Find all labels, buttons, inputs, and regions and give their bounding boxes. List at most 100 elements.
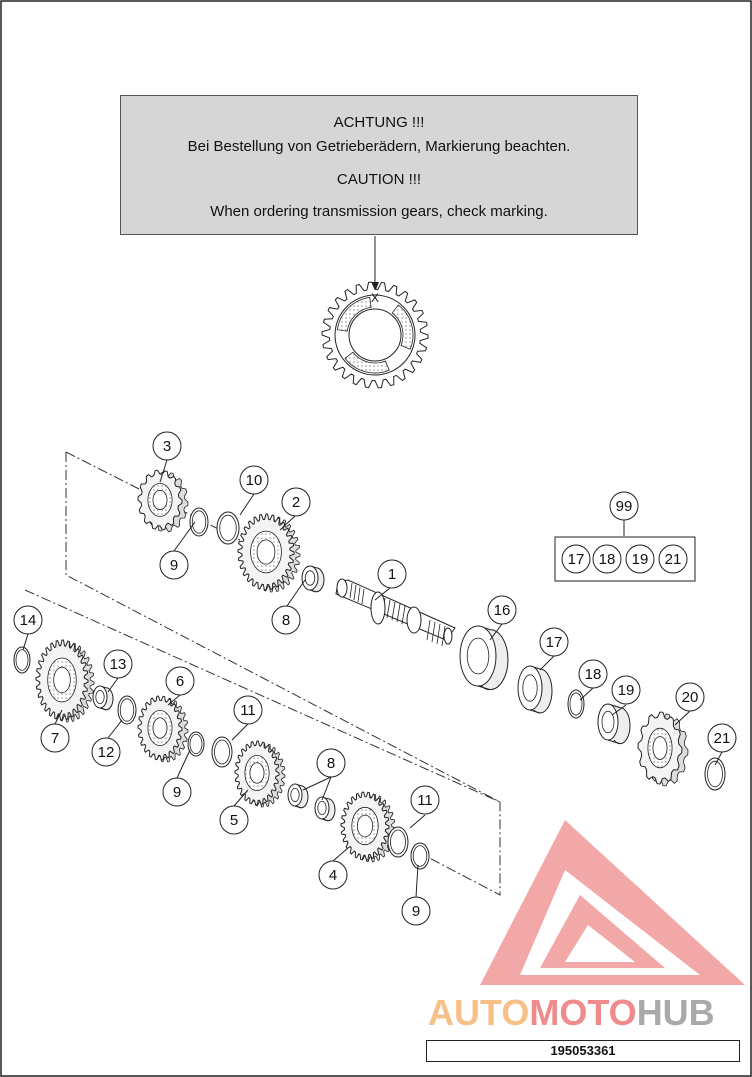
gear-5-icon — [234, 740, 286, 808]
callout-label: 8 — [282, 612, 290, 629]
callout-6: 6 — [165, 666, 195, 696]
callout-2: 2 — [281, 487, 311, 517]
kit-item-label: 17 — [568, 551, 585, 568]
main-shaft-icon — [335, 578, 456, 647]
watermark-part-moto: MOTO — [529, 992, 637, 1033]
watermark-text: AUTOMOTOHUB — [428, 992, 748, 1034]
washer-14-icon — [13, 646, 31, 674]
callout-13: 13 — [103, 649, 133, 679]
caution-de-title: ACHTUNG !!! — [333, 114, 425, 131]
assembly-frame-lower — [24, 589, 501, 803]
callout-label: 20 — [682, 689, 699, 706]
callout-label: 1 — [388, 566, 396, 583]
callout-label: 7 — [51, 730, 59, 747]
callout-label: 9 — [412, 903, 420, 920]
kit-item-17: 17 — [561, 544, 591, 574]
callout-label: 19 — [618, 682, 635, 699]
circlip-9-middle-icon — [187, 731, 205, 757]
circlip-21-icon — [704, 757, 726, 791]
ball-bearing-16-icon — [459, 625, 509, 691]
watermark-part-hub: HUB — [636, 992, 715, 1033]
callout-label: 10 — [246, 472, 263, 489]
washer-11-right-icon — [387, 826, 409, 858]
callout-9: 9 — [162, 777, 192, 807]
parts-layer — [13, 469, 726, 870]
callout-label: 2 — [292, 494, 300, 511]
callout-19: 19 — [611, 675, 641, 705]
kit-item-label: 18 — [599, 551, 616, 568]
callout-label: 4 — [329, 867, 337, 884]
caution-box: ACHTUNG !!! Bei Bestellung von Getrieber… — [120, 95, 638, 235]
marked-gear-icon — [321, 281, 429, 389]
callout-21: 21 — [707, 723, 737, 753]
callout-label: 12 — [98, 744, 115, 761]
callout-8: 8 — [271, 605, 301, 635]
leader-lines — [22, 459, 723, 898]
callout-12: 12 — [91, 737, 121, 767]
shaft-seal-17-icon — [517, 665, 553, 714]
callout-label: 8 — [327, 755, 335, 772]
callout-9: 9 — [159, 550, 189, 580]
callout-16: 16 — [487, 595, 517, 625]
callout-label: 21 — [714, 730, 731, 747]
sprocket-20-icon — [637, 711, 689, 787]
circlip-9-bottom-icon — [410, 842, 430, 870]
callout-label: 13 — [110, 656, 127, 673]
callout-17: 17 — [539, 627, 569, 657]
washer-11-left-icon — [211, 736, 233, 768]
drawing-number: 195053361 — [426, 1040, 740, 1062]
callout-20: 20 — [675, 682, 705, 712]
washer-18-icon — [567, 689, 585, 719]
washer-10-icon — [216, 511, 240, 545]
callout-label: 11 — [417, 792, 433, 809]
callout-label: 11 — [240, 702, 256, 719]
needle-bearing-8-top-icon — [301, 565, 325, 593]
callout-7: 7 — [40, 723, 70, 753]
callout-4: 4 — [318, 860, 348, 890]
kit-label: 99 — [616, 498, 633, 515]
circlip-9-top-icon — [189, 507, 209, 537]
callout-18: 18 — [578, 659, 608, 689]
callout-label: 14 — [20, 612, 37, 629]
gear-6-icon — [137, 695, 189, 763]
callout-label: 16 — [494, 602, 511, 619]
caution-en-text: When ordering transmission gears, check … — [210, 203, 548, 220]
callout-label: 9 — [170, 557, 178, 574]
caution-de-text: Bei Bestellung von Getrieberädern, Marki… — [187, 138, 571, 155]
washer-12-icon — [117, 695, 137, 725]
callout-11: 11 — [410, 785, 440, 815]
kit-item-19: 19 — [625, 544, 655, 574]
caution-en-title: CAUTION !!! — [336, 171, 422, 188]
kit-item-18: 18 — [592, 544, 622, 574]
kit-callouts: 99 17 18 19 21 — [561, 491, 688, 574]
gear-3-icon — [137, 469, 189, 533]
needle-bearing-8-right-icon — [314, 796, 336, 822]
callout-3: 3 — [152, 431, 182, 461]
gear-2-icon — [237, 513, 301, 593]
callout-8: 8 — [316, 748, 346, 778]
callout-label: 18 — [585, 666, 602, 683]
gear-7-icon — [35, 639, 95, 723]
callout-label: 3 — [163, 438, 171, 455]
needle-bearing-8-left-icon — [287, 783, 309, 809]
callout-10: 10 — [239, 465, 269, 495]
callout-label: 9 — [173, 784, 181, 801]
callout-1: 1 — [377, 559, 407, 589]
assembly-frame — [65, 452, 501, 896]
callout-label: 5 — [230, 812, 238, 829]
callout-label: 6 — [176, 673, 184, 690]
callout-11: 11 — [233, 695, 263, 725]
callout-5: 5 — [219, 805, 249, 835]
marking-symbol: X — [371, 291, 379, 305]
kit-item-label: 19 — [632, 551, 649, 568]
kit-item-21: 21 — [658, 544, 688, 574]
gear-4-icon — [340, 791, 396, 863]
watermark-logo-icon — [480, 820, 745, 985]
watermark-part-auto: AUTO — [428, 992, 530, 1033]
bushing-19-icon — [597, 703, 631, 745]
needle-bearing-13-icon — [92, 685, 114, 711]
